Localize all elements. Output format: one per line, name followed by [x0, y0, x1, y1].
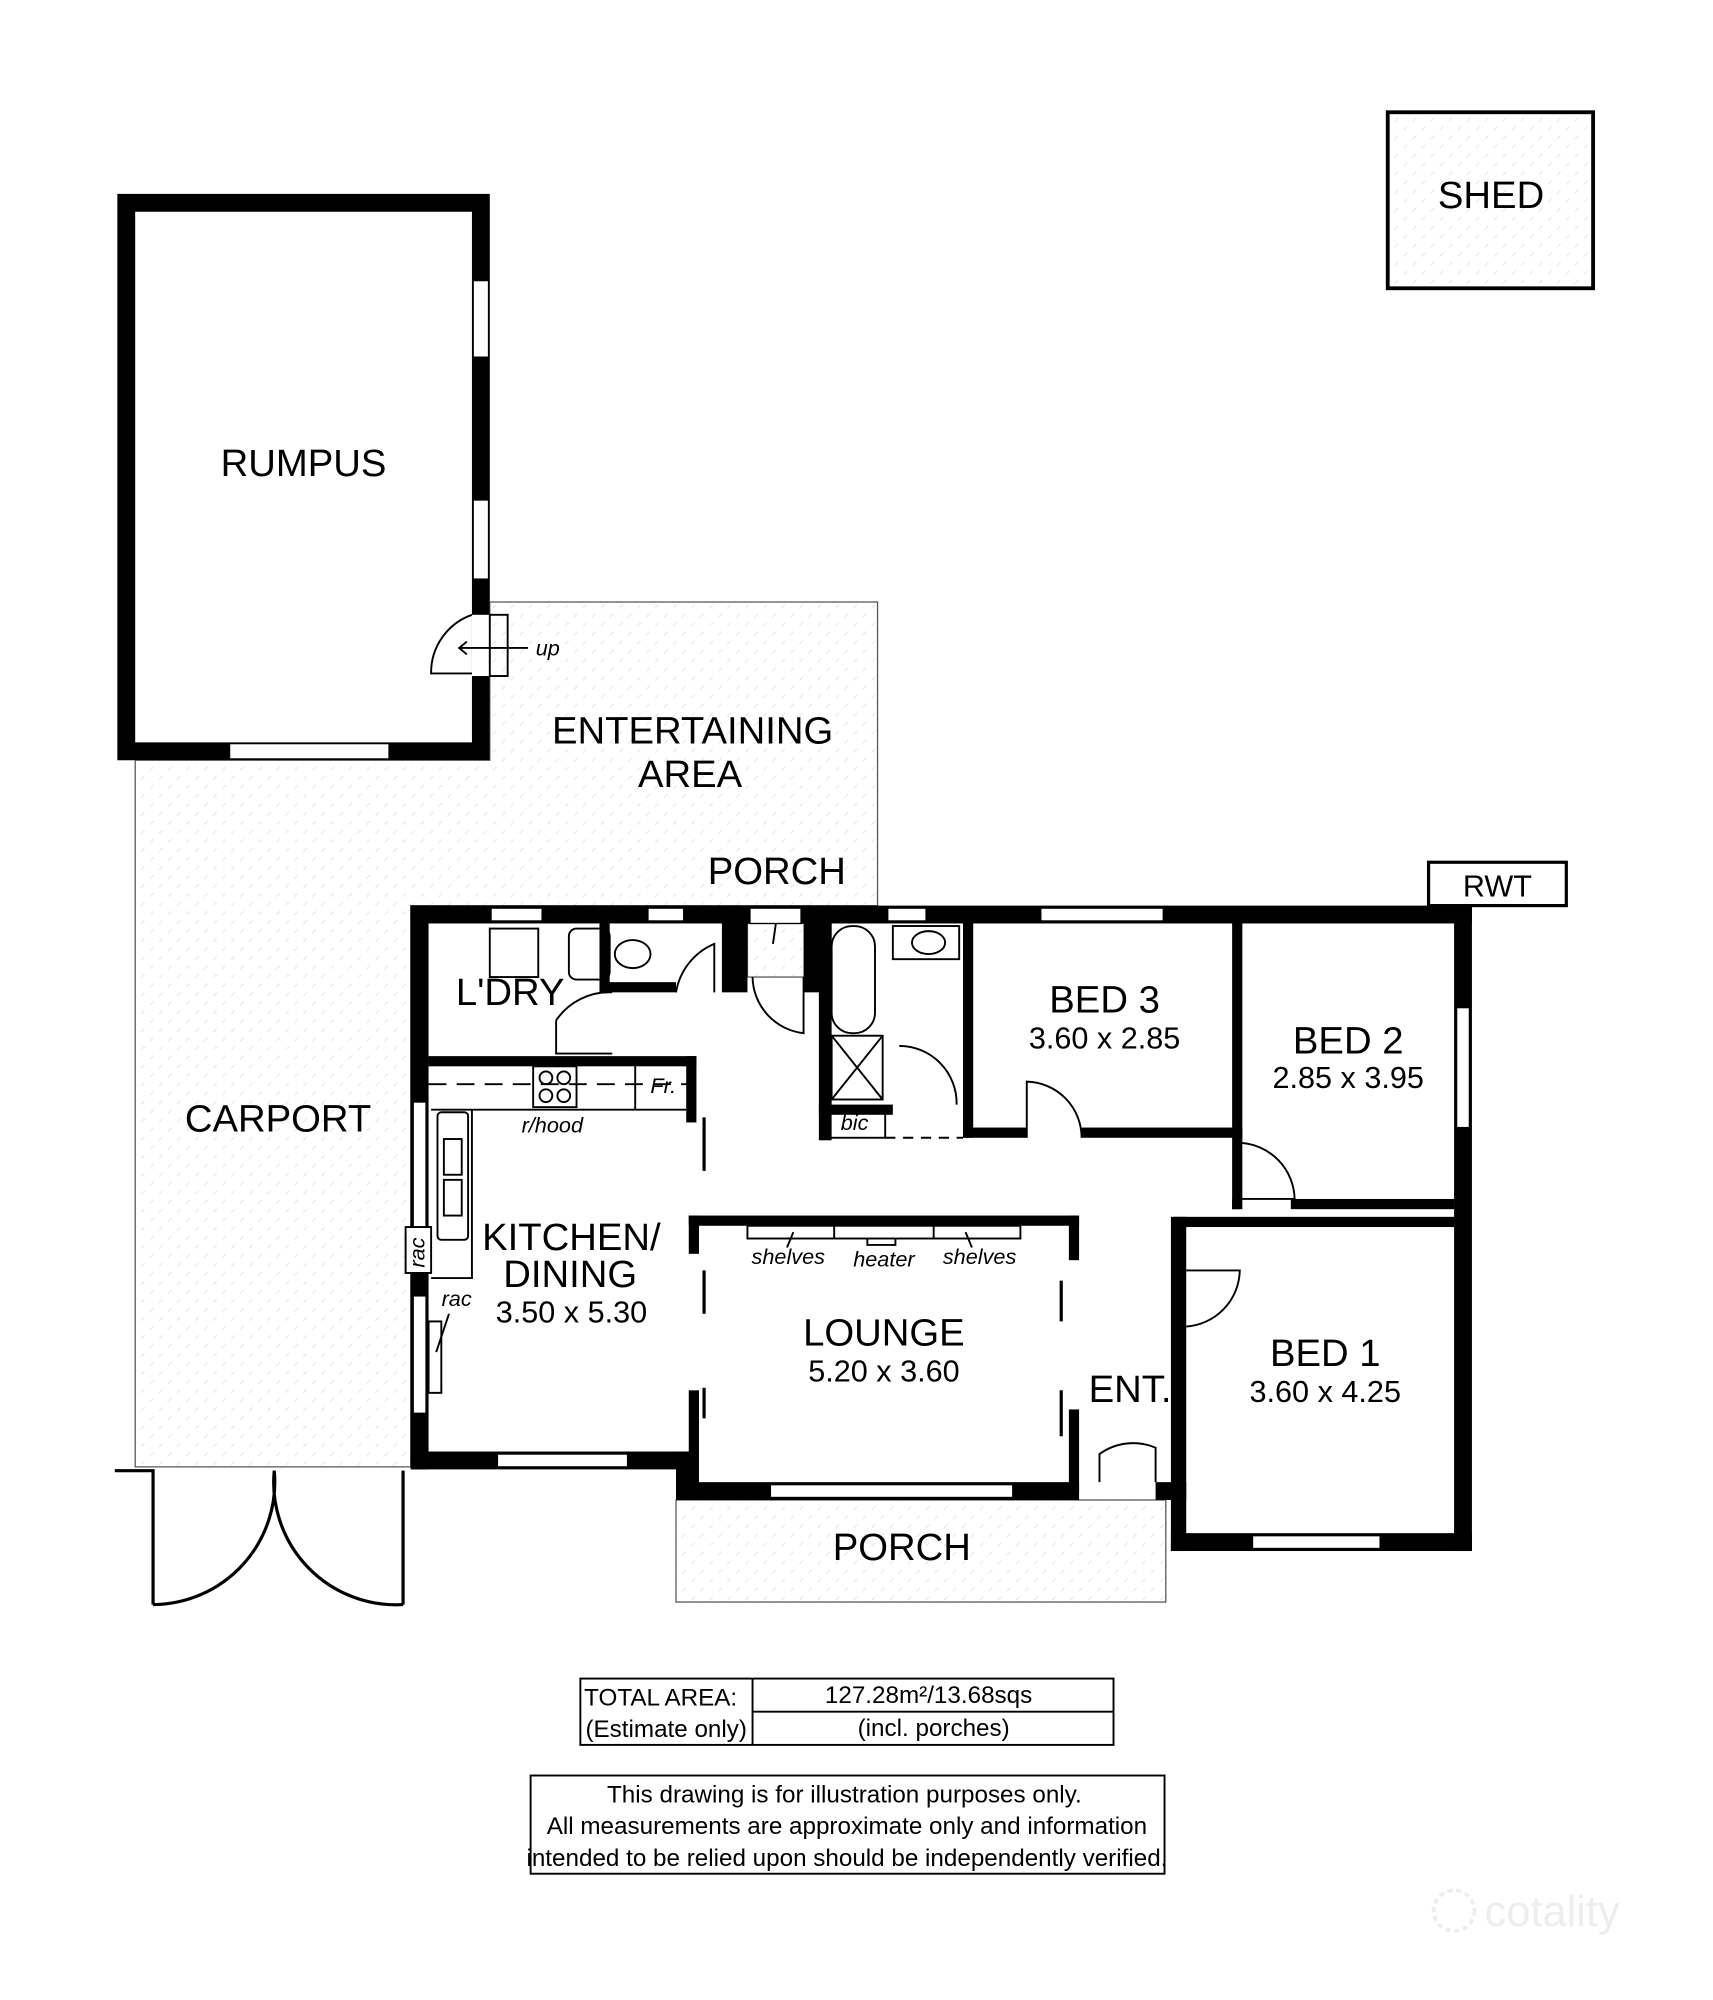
rear-porch-floor [746, 922, 807, 978]
area-note: (incl. porches) [858, 1715, 1010, 1742]
entry-label: ENT. [1089, 1368, 1172, 1411]
bed2-dimensions: 2.85 x 3.95 [1272, 1061, 1423, 1095]
heater-label: heater [853, 1247, 915, 1272]
rumpus: up RUMPUS [117, 193, 560, 761]
rac-label-1: rac [405, 1237, 430, 1267]
bed3-dimensions: 3.60 x 2.85 [1029, 1021, 1180, 1055]
outdoor-areas [134, 601, 1167, 1603]
disclaimer-line-1: This drawing is for illustration purpose… [607, 1781, 1082, 1808]
disclaimer-line-3: intended to be relied upon should be ind… [526, 1845, 1167, 1872]
shed: SHED [1385, 110, 1596, 291]
cotality-watermark: cotality [1431, 1888, 1620, 1936]
house-walls [410, 905, 1472, 1552]
area-label-2: (Estimate only) [585, 1716, 747, 1743]
disclaimer-line-2: All measurements are approximate only an… [547, 1813, 1147, 1840]
kitchen-label-2: DINING [503, 1253, 637, 1296]
kitchen-dimensions: 3.50 x 5.30 [496, 1296, 647, 1330]
up-label: up [536, 636, 560, 661]
room-labels: L'DRY KITCHEN/ DINING 3.50 x 5.30 LOUNGE… [456, 971, 1424, 1569]
disclaimer: This drawing is for illustration purpose… [526, 1774, 1167, 1875]
front-porch-label: PORCH [833, 1526, 971, 1569]
rangehood-label: r/hood [522, 1113, 584, 1138]
bed1-dimensions: 3.60 x 4.25 [1250, 1375, 1401, 1409]
rwt-label: RWT [1463, 870, 1532, 904]
bed1-label: BED 1 [1270, 1332, 1381, 1375]
shelves-right-label: shelves [943, 1244, 1017, 1269]
lounge-dimensions: 5.20 x 3.60 [808, 1354, 959, 1388]
rumpus-label: RUMPUS [221, 442, 387, 485]
laundry-label: L'DRY [456, 971, 565, 1014]
rear-porch-label: PORCH [708, 850, 846, 893]
entertaining-label-2: AREA [638, 753, 743, 796]
watermark-text: cotality [1485, 1888, 1620, 1936]
area-value: 127.28m²/13.68sqs [825, 1682, 1032, 1709]
shelves-left-label: shelves [752, 1244, 826, 1269]
kitchen-label-1: KITCHEN/ [482, 1216, 661, 1259]
bic-label: bic [841, 1110, 869, 1135]
bed3-label: BED 3 [1049, 979, 1160, 1022]
bed2-label: BED 2 [1293, 1020, 1404, 1063]
area-label-1: TOTAL AREA: [584, 1684, 737, 1711]
carport-label: CARPORT [185, 1097, 371, 1140]
fixtures: bic Fr. r/hood rac rac shelves heater sh… [404, 925, 1296, 1483]
lounge-label: LOUNGE [803, 1312, 965, 1355]
entertaining-label-1: ENTERTAINING [552, 710, 833, 753]
rac-label-2: rac [442, 1286, 472, 1311]
shed-label: SHED [1438, 174, 1544, 217]
carport-doors: CARPORT [114, 1097, 405, 1607]
area-table: TOTAL AREA: (Estimate only) 127.28m²/13.… [579, 1677, 1115, 1746]
fridge-label: Fr. [650, 1073, 676, 1098]
rainwater-tank: RWT [1426, 860, 1568, 908]
